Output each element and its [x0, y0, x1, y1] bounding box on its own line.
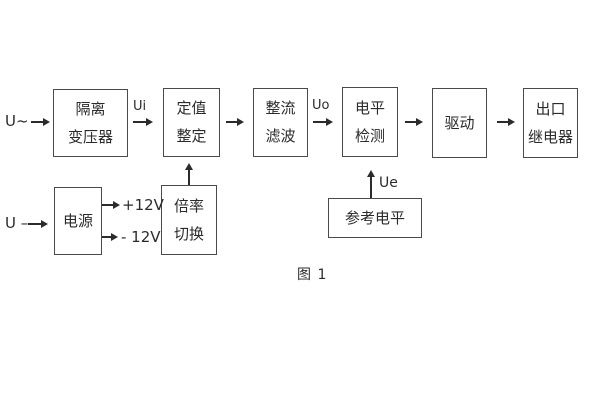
dc-input-arrow-icon: [28, 223, 41, 225]
signal-ui-label: Ui: [133, 99, 147, 114]
driver-to-relay-arrow-icon: [497, 121, 508, 123]
plus-12v-arrow-icon: [102, 204, 113, 206]
ac-input-label: U~: [5, 112, 29, 130]
ui-flow-arrow-icon: [133, 121, 146, 123]
minus-12v-label: - 12V: [121, 228, 161, 246]
plus-12v-label: +12V: [122, 196, 164, 214]
block-label: 倍率: [173, 196, 204, 215]
block-reference-level: 参考电平: [328, 198, 422, 238]
block-label: 继电器: [527, 127, 573, 146]
setting-to-rectifier-arrow-icon: [226, 121, 237, 123]
block-label: 变压器: [67, 127, 113, 146]
dc-input-label: U –: [5, 214, 29, 232]
block-power-supply: 电源: [54, 187, 102, 255]
block-label: 参考电平: [344, 208, 405, 227]
block-label: 出口: [535, 99, 566, 118]
block-level-detect: 电平 检测: [342, 87, 398, 157]
block-label: 隔离: [75, 99, 106, 118]
detect-to-driver-arrow-icon: [405, 121, 416, 123]
block-label: 驱动: [444, 113, 475, 132]
block-label: 检测: [354, 126, 385, 145]
signal-uo-label: Uo: [312, 98, 330, 113]
minus-12v-arrow-icon: [102, 236, 111, 238]
block-driver: 驱动: [432, 88, 487, 158]
figure-caption: 图 1: [297, 267, 328, 283]
signal-ue-label: Ue: [379, 175, 398, 191]
block-label: 电源: [62, 211, 93, 230]
block-label: 电平: [354, 98, 385, 117]
reference-to-detect-arrow-icon: [370, 177, 372, 198]
block-setting-adjust: 定值 整定: [163, 88, 220, 157]
block-output-relay: 出口 继电器: [523, 88, 578, 158]
block-label: 整定: [176, 127, 207, 145]
block-rectifier-filter: 整流 滤波: [253, 88, 308, 157]
block-isolation-transformer: 隔离 变压器: [53, 89, 128, 157]
block-ratio-switch: 倍率 切换: [161, 185, 217, 255]
block-label: 整流: [265, 99, 296, 117]
block-label: 切换: [173, 224, 204, 243]
ratio-to-setting-arrow-icon: [188, 170, 190, 185]
block-label: 滤波: [265, 127, 296, 145]
uo-flow-arrow-icon: [313, 121, 326, 123]
ac-input-arrow-icon: [31, 121, 43, 123]
block-label: 定值: [176, 99, 207, 117]
